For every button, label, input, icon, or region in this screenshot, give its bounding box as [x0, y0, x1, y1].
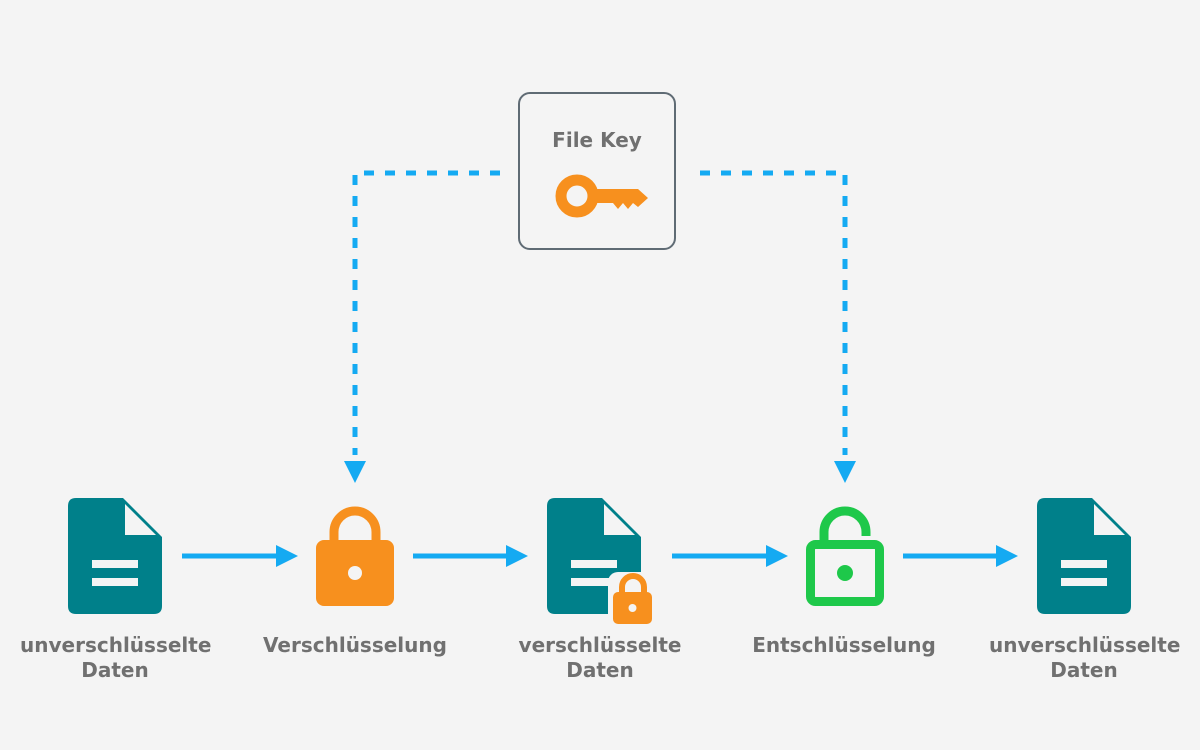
label-decryption: Entschlüsselung: [749, 633, 939, 658]
label-unencrypted-data-in: unverschlüsselte Daten: [20, 633, 212, 683]
label-line: Entschlüsselung: [752, 633, 936, 657]
dashed-line-to-decryption: [700, 170, 848, 455]
flow-arrow-4-head: [996, 545, 1018, 567]
label-encrypted-data: verschlüsselte Daten: [505, 633, 695, 683]
dashed-line-to-encryption: [352, 170, 500, 455]
label-unencrypted-data-out: unverschlüsselte Daten: [989, 633, 1181, 683]
label-encryption: Verschlüsselung: [260, 633, 450, 658]
key-feed-lines: [352, 170, 848, 455]
dashed-arrowhead-decryption: [834, 461, 856, 483]
label-line: Daten: [81, 658, 149, 682]
flow-arrow-2-head: [506, 545, 528, 567]
label-line: unverschlüsselte: [20, 633, 212, 657]
file-key-title: File Key: [552, 128, 642, 152]
document-icon: [68, 498, 162, 614]
document-locked-icon: [547, 498, 657, 628]
lock-closed-icon: [316, 506, 394, 606]
dashed-arrowhead-encryption: [344, 461, 366, 483]
label-line: Daten: [566, 658, 634, 682]
flow-arrow-3-head: [766, 545, 788, 567]
lock-open-icon: [806, 506, 884, 606]
label-line: unverschlüsselte: [989, 633, 1181, 657]
flow-arrow-1-head: [276, 545, 298, 567]
document-icon: [1037, 498, 1131, 614]
label-line: verschlüsselte: [518, 633, 682, 657]
key-icon: [555, 174, 648, 218]
label-line: Daten: [1050, 658, 1118, 682]
label-line: Verschlüsselung: [263, 633, 447, 657]
file-key-box: File Key: [518, 92, 676, 250]
